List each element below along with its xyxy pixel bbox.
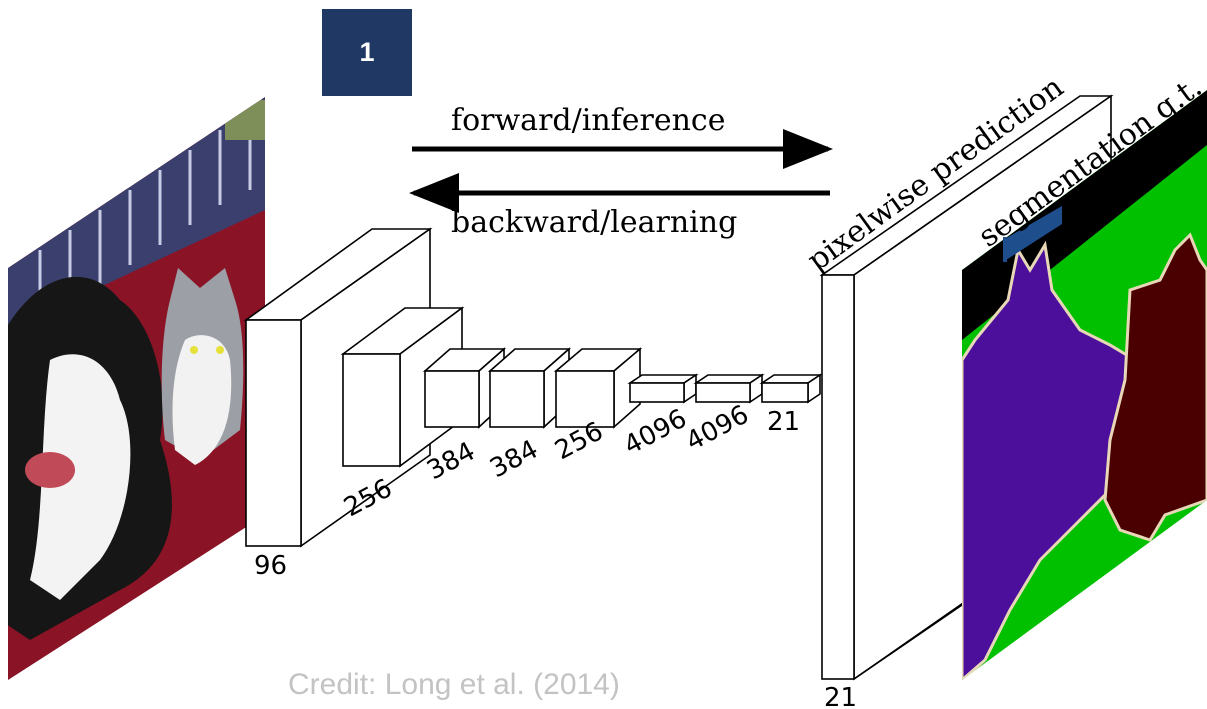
backward-label: backward/learning bbox=[451, 205, 737, 240]
layer-4096-b bbox=[693, 373, 765, 404]
label-96: 96 bbox=[254, 551, 287, 581]
input-photo bbox=[8, 97, 265, 680]
label-4096-b: 4096 bbox=[681, 400, 754, 458]
credit-text: Credit: Long et al. (2014) bbox=[288, 668, 620, 701]
label-21-fc: 21 bbox=[767, 407, 800, 437]
label-21-output: 21 bbox=[824, 683, 857, 709]
gt-marker bbox=[1003, 206, 1062, 262]
label-384-b: 384 bbox=[485, 434, 543, 484]
layer-256-b bbox=[553, 347, 643, 429]
layer-4096-a bbox=[627, 373, 699, 404]
forward-label: forward/inference bbox=[451, 103, 725, 138]
layer-21 bbox=[759, 373, 823, 404]
connector-line bbox=[853, 604, 963, 680]
layer-384-b bbox=[487, 347, 572, 429]
slide-number-badge: 1 bbox=[322, 9, 412, 96]
